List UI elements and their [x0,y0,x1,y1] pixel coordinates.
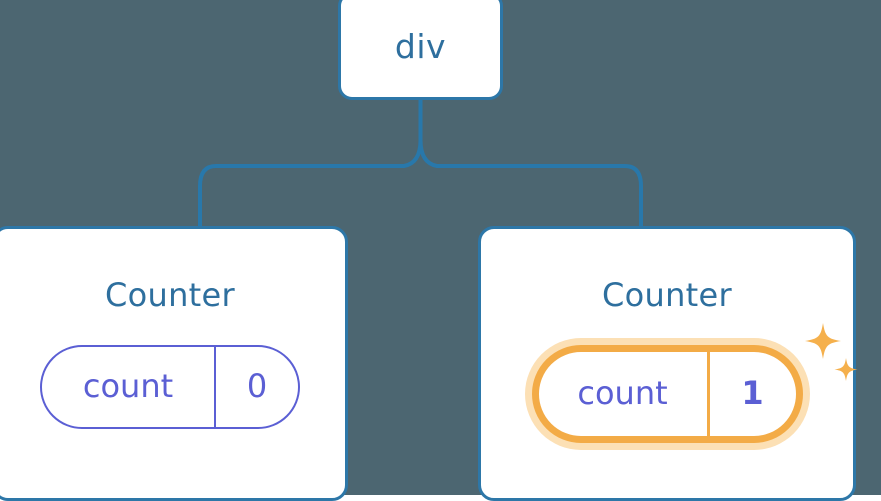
connector-branch-right [418,100,643,228]
sparkle-icon [804,323,857,381]
node-component-counter-left[interactable]: Counter count 0 [0,226,348,501]
node-root-label: div [394,26,447,66]
state-key: count [577,373,668,412]
state-pill-container: count 1 [531,323,857,443]
sparkle-small-icon [834,358,857,381]
state-pill-highlighted[interactable]: count 1 [531,345,803,443]
node-component-counter-right[interactable]: Counter count 1 [478,226,857,501]
sparkle-large-icon [804,323,841,359]
state-pill[interactable]: count 0 [40,345,300,429]
node-root-div[interactable]: div [338,0,503,100]
state-key: count [82,366,174,405]
connector-branch-left [198,100,423,228]
state-value: 0 [214,347,298,427]
state-value: 1 [706,352,796,436]
state-pill-container: count 0 [40,345,300,429]
component-title: Counter [105,276,235,314]
component-title: Counter [602,276,732,314]
